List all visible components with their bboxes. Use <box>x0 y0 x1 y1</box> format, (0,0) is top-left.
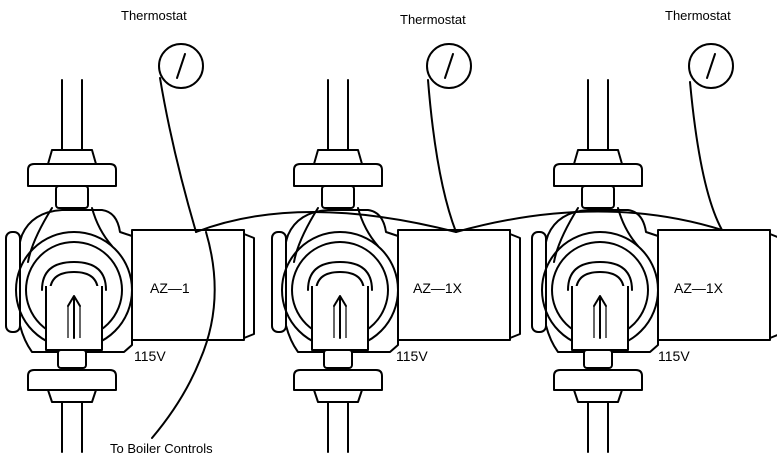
thermostat-label-3: Thermostat <box>665 8 731 23</box>
model-label-1: AZ—1 <box>150 280 190 296</box>
voltage-label-3: 115V <box>658 348 690 364</box>
thermostat-label-2: Thermostat <box>400 12 466 27</box>
voltage-label-1: 115V <box>134 348 166 364</box>
pump-3 <box>531 79 777 453</box>
thermostat-label-1: Thermostat <box>121 8 187 23</box>
thermostat-dial-3 <box>688 43 734 89</box>
thermostat-dial-1 <box>158 43 204 89</box>
to-boiler-controls-label: To Boiler Controls <box>110 441 213 456</box>
model-label-2: AZ—1X <box>413 280 463 296</box>
thermostat-wires <box>151 77 723 439</box>
voltage-label-2: 115V <box>396 348 428 364</box>
thermostat-dial-2 <box>426 43 472 89</box>
pump-2 <box>271 79 521 453</box>
pump-1 <box>5 79 255 453</box>
model-label-3: AZ—1X <box>674 280 724 296</box>
